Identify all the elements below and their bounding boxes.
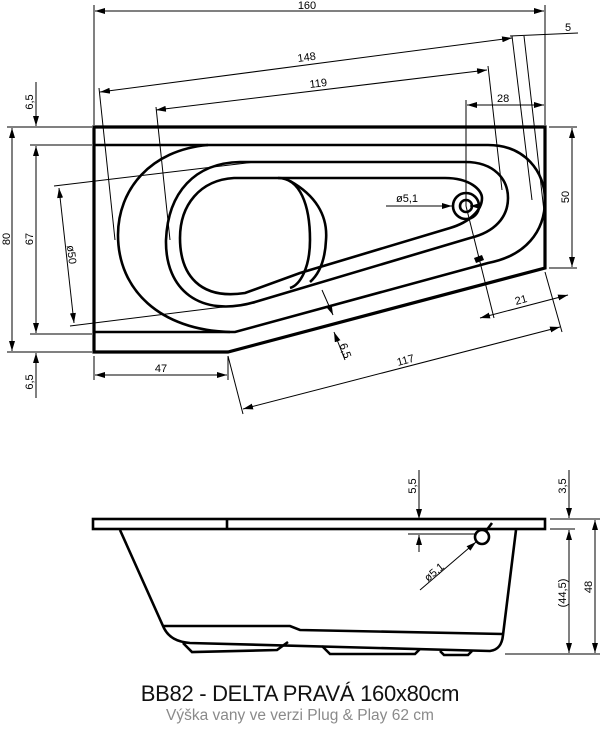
- dim-80: 80: [1, 233, 13, 245]
- dim-5: 5: [565, 22, 571, 34]
- tub-body: [118, 529, 518, 653]
- dim-5-5: 5,5: [407, 478, 419, 493]
- tub-bottom-line: [163, 624, 504, 636]
- dim-6-5-top: 6,5: [24, 94, 36, 109]
- dim-6-5-bottom: 6,5: [24, 374, 36, 389]
- dim-dia-50: ø50: [64, 244, 78, 264]
- basin-inner-contour: [178, 176, 484, 296]
- dim-21: 21: [514, 293, 529, 308]
- tub-foot-left: [182, 640, 289, 654]
- tub-outline: [92, 125, 547, 354]
- dim-44-5: (44,5): [557, 579, 569, 608]
- basin-middle-contour: [164, 160, 510, 308]
- dim-47: 47: [155, 363, 167, 375]
- tub-rim: [91, 517, 547, 531]
- dim-148: 148: [297, 51, 317, 65]
- product-title: BB82 - DELTA PRAVÁ 160x80cm: [140, 681, 460, 706]
- head-rest-arc: [289, 179, 328, 283]
- overflow-hole-icon: [473, 528, 491, 546]
- dim-drain-dia: ø5,1: [396, 193, 418, 205]
- rim-inner-contour: [94, 143, 547, 334]
- product-subtitle: Výška vany ve verzi Plug & Play 62 cm: [166, 707, 434, 724]
- dim-6-5-slanted: 6,5: [337, 342, 354, 360]
- dim-50: 50: [560, 191, 572, 203]
- head-rest-circle: [277, 176, 312, 290]
- rim-outer-curve: [116, 143, 231, 334]
- dim-48: 48: [583, 581, 595, 593]
- top-view: 160 5 148 119 28 50 80 67: [1, 0, 579, 415]
- tub-foot-right: [439, 650, 473, 657]
- dim-160: 160: [298, 0, 316, 12]
- dim-67: 67: [24, 233, 36, 245]
- dim-119: 119: [309, 77, 328, 91]
- dim-117: 117: [396, 353, 416, 369]
- tub-foot-middle: [321, 645, 421, 656]
- dim-overflow-dia: ø5,1: [422, 561, 447, 584]
- dim-28: 28: [497, 93, 509, 105]
- dim-3-5: 3,5: [557, 478, 569, 493]
- side-view: 5,5 ø5,1 3,5 (44,5) 48: [91, 470, 600, 657]
